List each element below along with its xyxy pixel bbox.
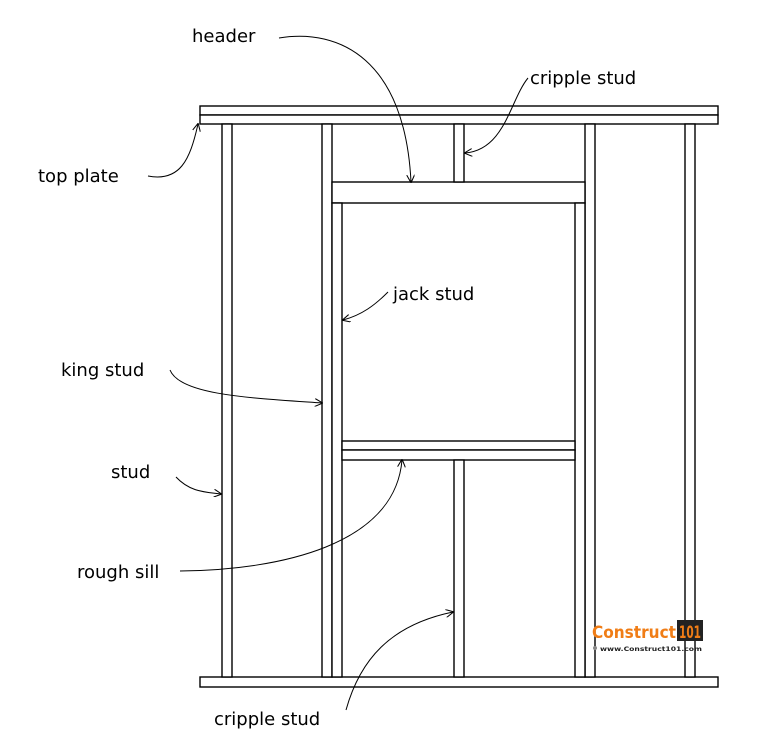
bottom-plate	[199, 676, 719, 688]
jack-stud-right	[574, 202, 586, 678]
label-header: header	[192, 26, 256, 47]
label-rough-sill: rough sill	[77, 562, 159, 583]
label-cripple-stud-bottom: cripple stud	[214, 709, 320, 730]
logo-number-box	[677, 620, 703, 641]
rough-sill-lower	[341, 449, 576, 461]
stud-right	[684, 123, 696, 678]
stud-left	[221, 123, 233, 678]
logo-url: www.Construct101.com	[600, 645, 702, 653]
king-stud-left	[321, 123, 333, 678]
wall-frame	[199, 105, 719, 688]
label-king-stud: king stud	[61, 360, 144, 381]
callout-labels: header cripple stud top plate jack stud …	[38, 26, 636, 730]
label-cripple-stud-top: cripple stud	[530, 68, 636, 89]
cripple-stud-bottom-arrow	[345, 612, 453, 711]
cripple-stud-top-arrow	[465, 77, 529, 153]
logo-bullet-icon	[593, 646, 597, 650]
header	[331, 181, 586, 204]
rough-sill-upper	[341, 440, 576, 451]
logo-brand: Construct	[592, 623, 676, 643]
header-arrow	[278, 35, 411, 182]
cripple-stud-top	[453, 123, 465, 183]
top-plate-arrow	[147, 124, 198, 178]
top-plate-upper	[199, 105, 719, 116]
stud-arrow	[175, 476, 221, 494]
construct101-logo: Construct 101 www.Construct101.com	[592, 620, 703, 653]
top-plate-lower	[199, 114, 719, 125]
jack-stud-left	[331, 202, 343, 678]
rough-sill-arrow	[179, 460, 402, 572]
cripple-stud-bottom	[453, 459, 465, 678]
label-stud: stud	[111, 462, 150, 483]
label-top-plate: top plate	[38, 166, 119, 187]
logo-number: 101	[679, 623, 701, 643]
jack-stud-arrow	[343, 291, 389, 320]
callout-arrows	[147, 35, 529, 711]
king-stud-right	[584, 123, 596, 678]
king-stud-arrow	[169, 369, 322, 403]
label-jack-stud: jack stud	[392, 284, 474, 305]
